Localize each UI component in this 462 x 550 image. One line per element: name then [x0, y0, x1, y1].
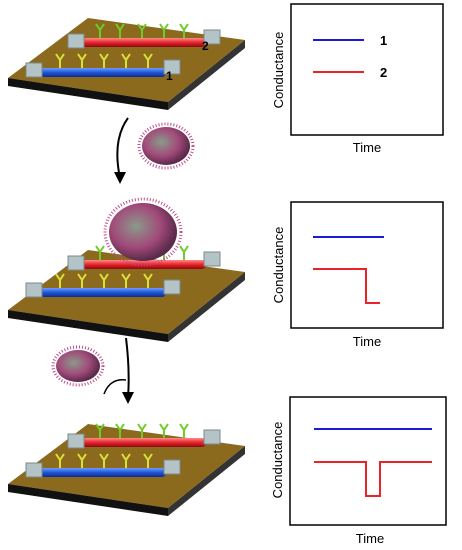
- nanowire-1: [40, 468, 166, 477]
- electrode-left-2: [67, 33, 85, 49]
- trace-series-2: [313, 268, 380, 304]
- x-axis-label: Time: [353, 140, 381, 155]
- electrode-right-2: [203, 29, 221, 45]
- legend-label-1: 1: [380, 33, 387, 48]
- plot-panel-2: Conductance Time: [271, 201, 444, 349]
- y-axis-label: Conductance: [270, 422, 285, 499]
- trace-series-2: [314, 461, 432, 497]
- nanowire-2: [82, 438, 206, 447]
- virus-bound: [103, 197, 183, 267]
- plot-frame: [290, 201, 444, 329]
- wire-label-2: 2: [202, 39, 209, 53]
- virus-approaching: [137, 122, 195, 170]
- wire-label-1: 1: [166, 69, 173, 83]
- nanowire-1: [40, 288, 166, 297]
- y-axis-label: Conductance: [271, 32, 286, 109]
- nanowire-2: [82, 38, 206, 47]
- device-stage-bound: [8, 245, 245, 342]
- legend-label-2: 2: [380, 65, 387, 80]
- plot-frame: [290, 3, 444, 136]
- nanowire-1: [40, 68, 166, 77]
- y-axis-label: Conductance: [271, 227, 286, 304]
- arrow-1-head: [114, 172, 126, 184]
- plot-panel-3: Conductance Time: [270, 396, 447, 546]
- virus-departing: [51, 345, 105, 387]
- receptors-wire-1: [55, 53, 153, 68]
- receptors-wire-2: [95, 23, 189, 38]
- arrow-2: [125, 337, 130, 399]
- substrate-side: [8, 78, 168, 110]
- electrode-left-1: [25, 62, 43, 78]
- arrow-2-head: [122, 392, 134, 404]
- arrow-2-branch: [103, 379, 127, 395]
- plot-panel-1: Conductance Time 1 2: [271, 3, 444, 155]
- device-stage-unbound: [8, 423, 245, 516]
- x-axis-label: Time: [353, 334, 381, 349]
- device-stage-initial: 2 1: [8, 18, 245, 110]
- arrow-1: [116, 117, 129, 179]
- substrate-side-right: [168, 40, 245, 110]
- x-axis-label: Time: [356, 531, 384, 546]
- electrode-right-1: [163, 59, 181, 75]
